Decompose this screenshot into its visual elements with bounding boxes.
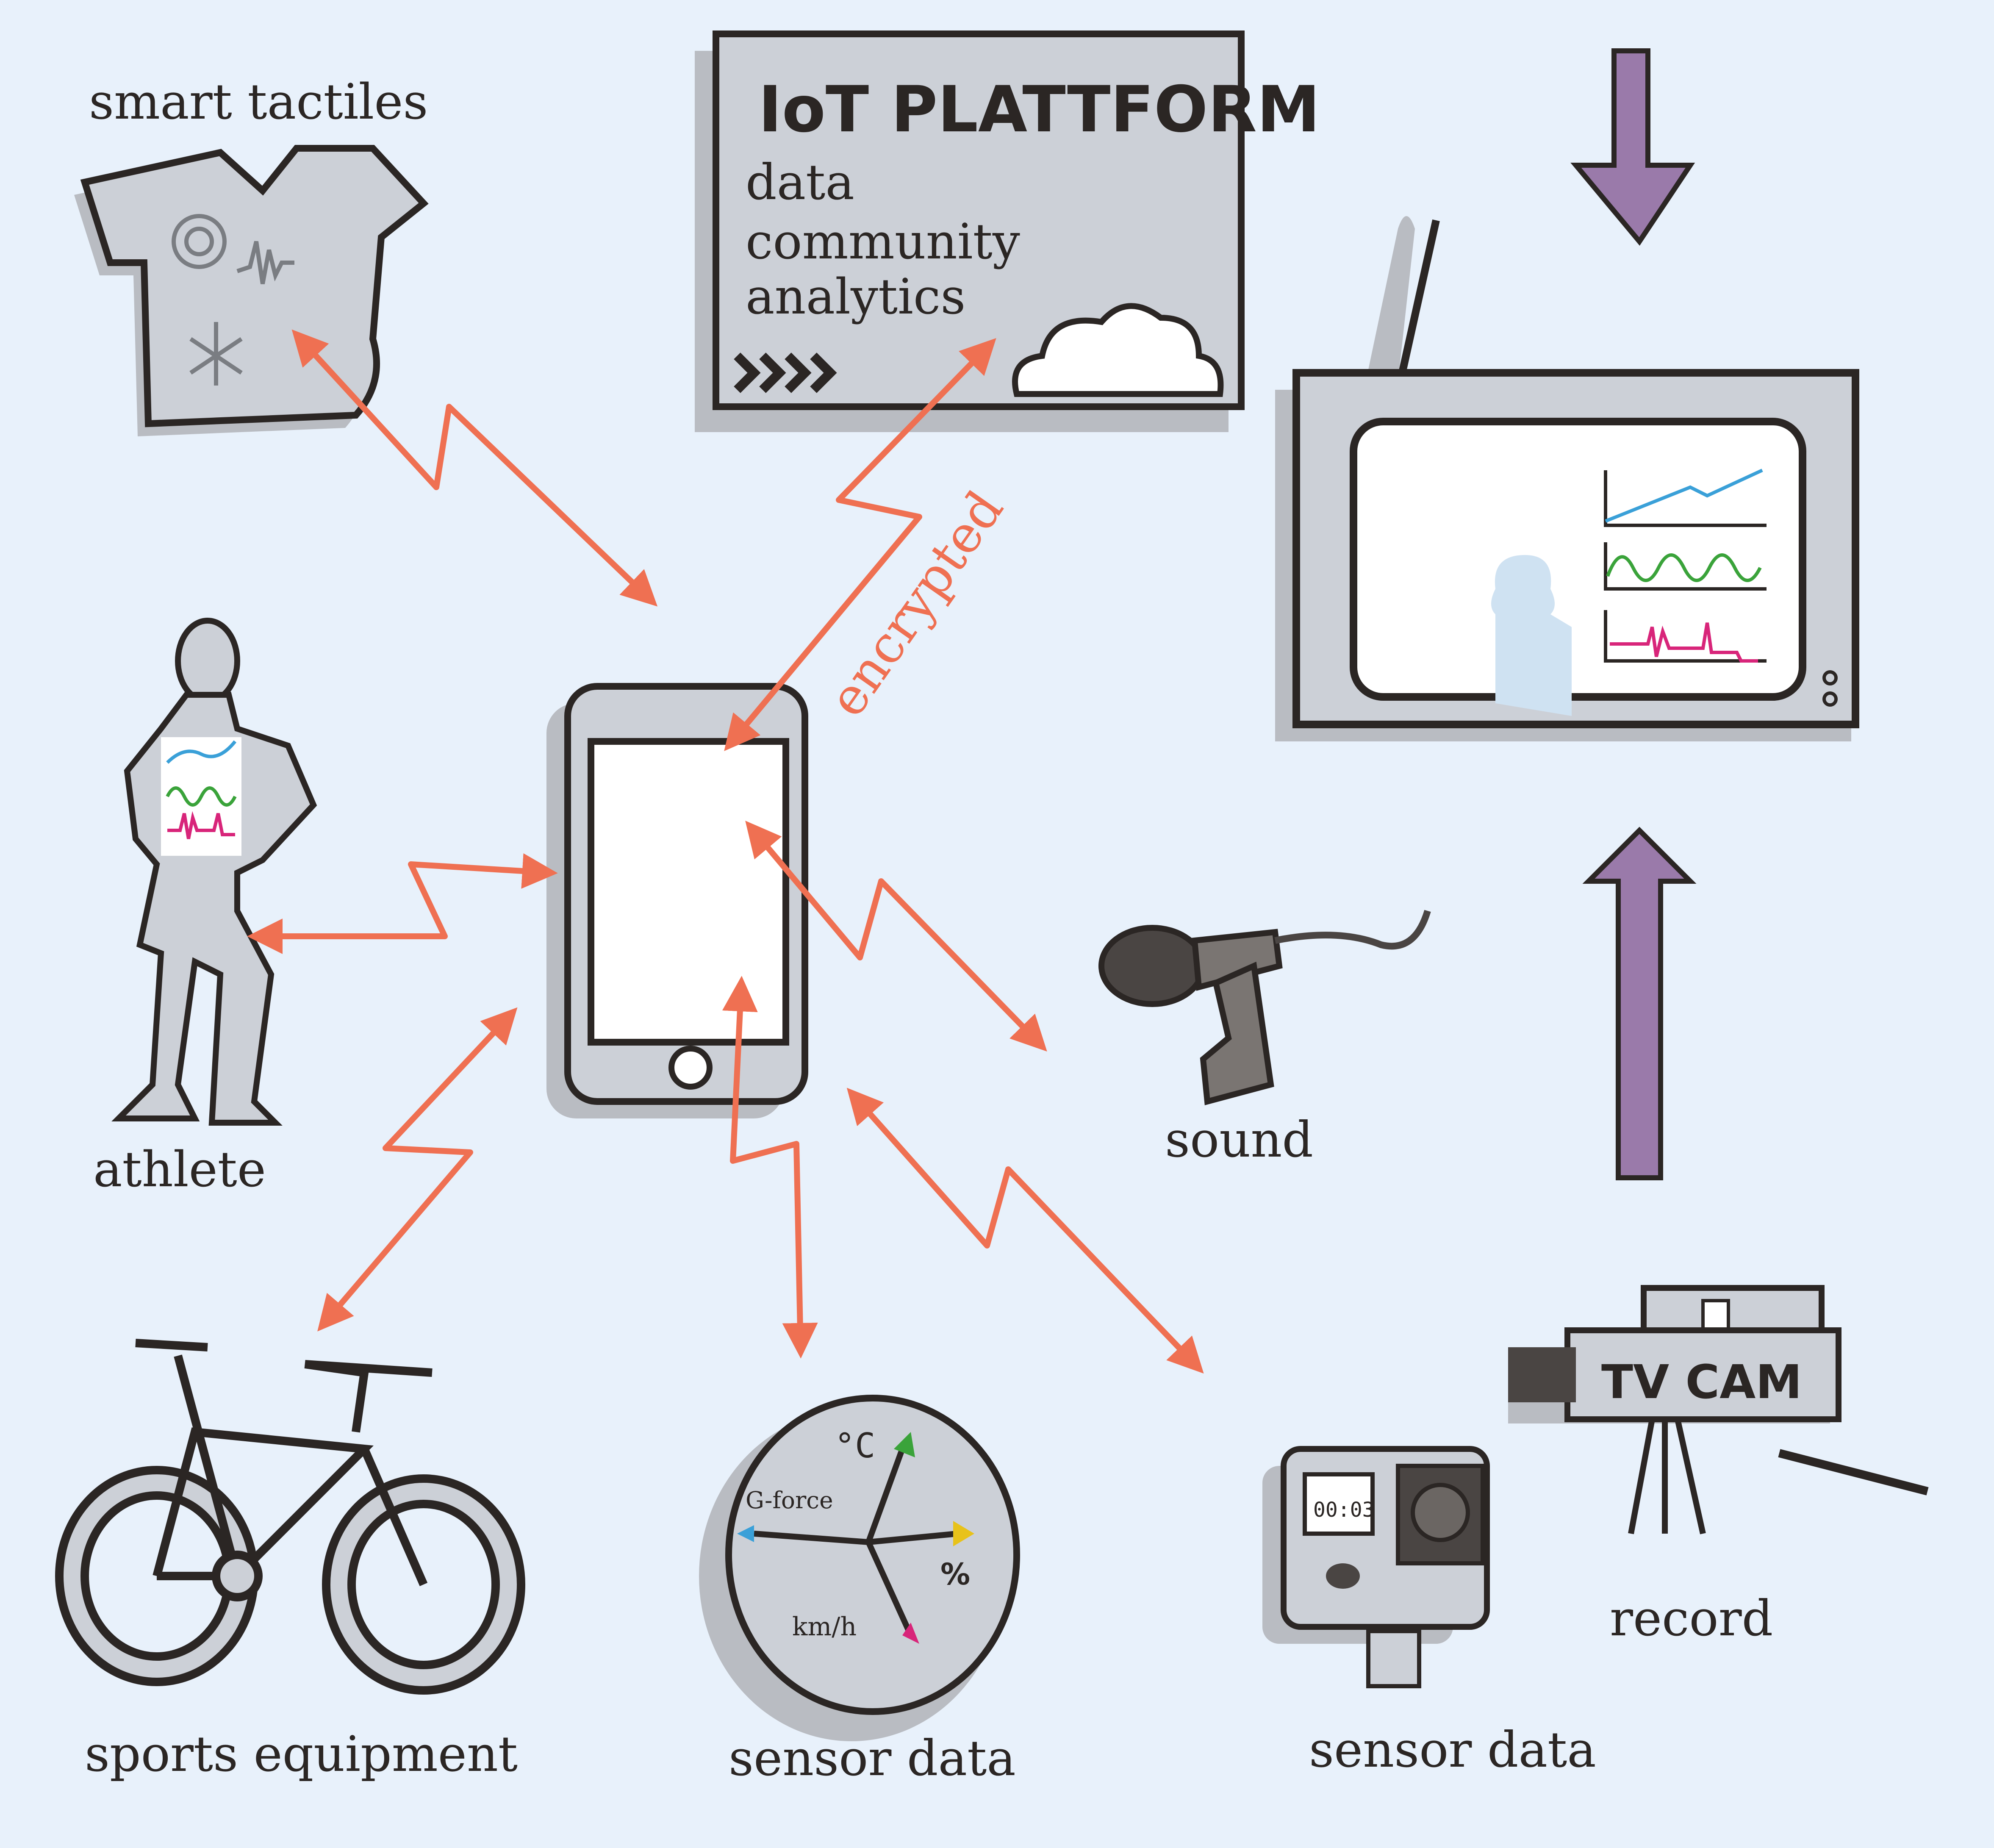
smartphone-icon (546, 683, 808, 1118)
label-sound: sound (1165, 1112, 1313, 1168)
gauge-gforce-label: G-force (746, 1487, 833, 1514)
sensor-gauge-icon: °C G-force % km/h (699, 1395, 1020, 1741)
label-sports-equipment: sports equipment (85, 1726, 518, 1783)
platform-item-analytics: analytics (746, 269, 965, 325)
cloud-icon (1012, 303, 1224, 397)
smart-shirt-icon (74, 145, 429, 436)
label-sensor-data-camera: sensor data (1309, 1722, 1596, 1779)
label-athlete: athlete (93, 1141, 266, 1198)
tv-camera-label: TV CAM (1601, 1355, 1802, 1409)
link-shirt-phone (291, 329, 658, 607)
label-record: record (1610, 1590, 1773, 1647)
purple-down-arrow-icon (1570, 48, 1695, 246)
gauge-celsius-label: °C (835, 1426, 875, 1465)
link-phone-mic (745, 821, 1047, 1052)
link-phone-bike (317, 1007, 518, 1332)
iot-platform-board: IoT PLATTFORM data community analytics (695, 31, 1320, 432)
gauge-percent-label: % (940, 1557, 970, 1592)
link-phone-platform (724, 338, 996, 751)
tv-camera-icon: TV CAM (1508, 1285, 1929, 1534)
purple-up-arrow-icon (1582, 827, 1697, 1180)
label-smart-textiles: smart tactiles (89, 74, 428, 130)
bicycle-icon (55, 1339, 525, 1695)
platform-item-community: community (746, 214, 1020, 270)
action-camera-icon: 00:03 (1262, 1446, 1490, 1688)
platform-item-data: data (746, 154, 854, 211)
gauge-speed-label: km/h (792, 1612, 857, 1642)
link-phone-gauge (722, 976, 818, 1359)
platform-title: IoT PLATTFORM (758, 73, 1320, 147)
link-phone-actioncam (846, 1088, 1204, 1374)
label-sensor-data-gauge: sensor data (729, 1730, 1016, 1787)
athlete-icon (111, 618, 317, 1126)
link-athlete-phone (247, 853, 558, 954)
tv-monitor-icon (1275, 216, 1859, 741)
microphone-icon (1098, 910, 1431, 1105)
action-camera-timer: 00:03 (1313, 1498, 1375, 1522)
